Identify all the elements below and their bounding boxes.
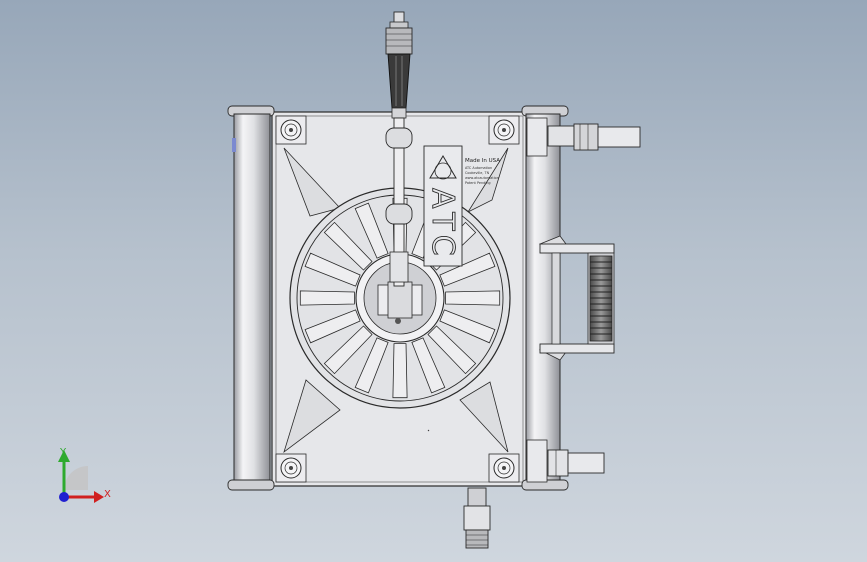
corner-rib-top-right — [466, 147, 509, 213]
z-axis-dot — [59, 492, 69, 502]
right-fitting-bottom — [547, 449, 605, 477]
nameplate: ATC Made In USA ATC Automation Cookevill… — [423, 145, 500, 267]
reel-spoke — [439, 309, 496, 344]
fine-print-1: ATC Automation — [465, 166, 492, 170]
corner-bolt-top-left — [275, 115, 307, 145]
reel-spoke — [323, 325, 373, 375]
reel-spoke — [427, 325, 477, 375]
reel-spoke — [304, 309, 361, 344]
right-roller — [521, 105, 569, 491]
corner-rib-bottom-right — [459, 381, 509, 453]
fine-print-3: www.atcautomation — [465, 176, 499, 180]
corner-bolt-bottom-left — [275, 453, 307, 483]
corner-rib-top-left — [283, 147, 341, 217]
fine-print-2: Cookeville, TN — [465, 171, 490, 175]
y-axis-label: Y — [59, 447, 67, 458]
right-fitting-top — [547, 123, 641, 151]
x-axis-label: X — [104, 489, 111, 500]
reel-spoke — [354, 202, 389, 259]
reel-spoke — [445, 290, 501, 306]
corner-rib-bottom-left — [283, 379, 341, 454]
reel-spoke — [439, 252, 496, 287]
reel-spoke — [411, 337, 446, 394]
reel-spoke — [323, 221, 373, 271]
coordinate-triad: Y X — [58, 447, 111, 503]
bottom-connector — [463, 487, 491, 549]
reel-spoke — [392, 343, 408, 399]
brand-text: ATC — [425, 188, 460, 262]
corner-bolt-top-right — [488, 115, 520, 145]
reel-spoke — [304, 252, 361, 287]
reel-spoke — [299, 290, 355, 306]
reel-spoke — [354, 337, 389, 394]
corner-bolt-bottom-right — [488, 453, 520, 483]
top-hose-connector — [385, 11, 413, 119]
made-in-text: Made In USA — [465, 158, 500, 164]
left-roller — [227, 105, 275, 491]
hose-strain-relief — [387, 53, 411, 109]
fine-print-4: Patent Pending — [465, 181, 491, 185]
hose-guide-rod — [385, 117, 413, 287]
left-roller-marker — [232, 138, 236, 152]
carry-handle — [538, 235, 615, 361]
